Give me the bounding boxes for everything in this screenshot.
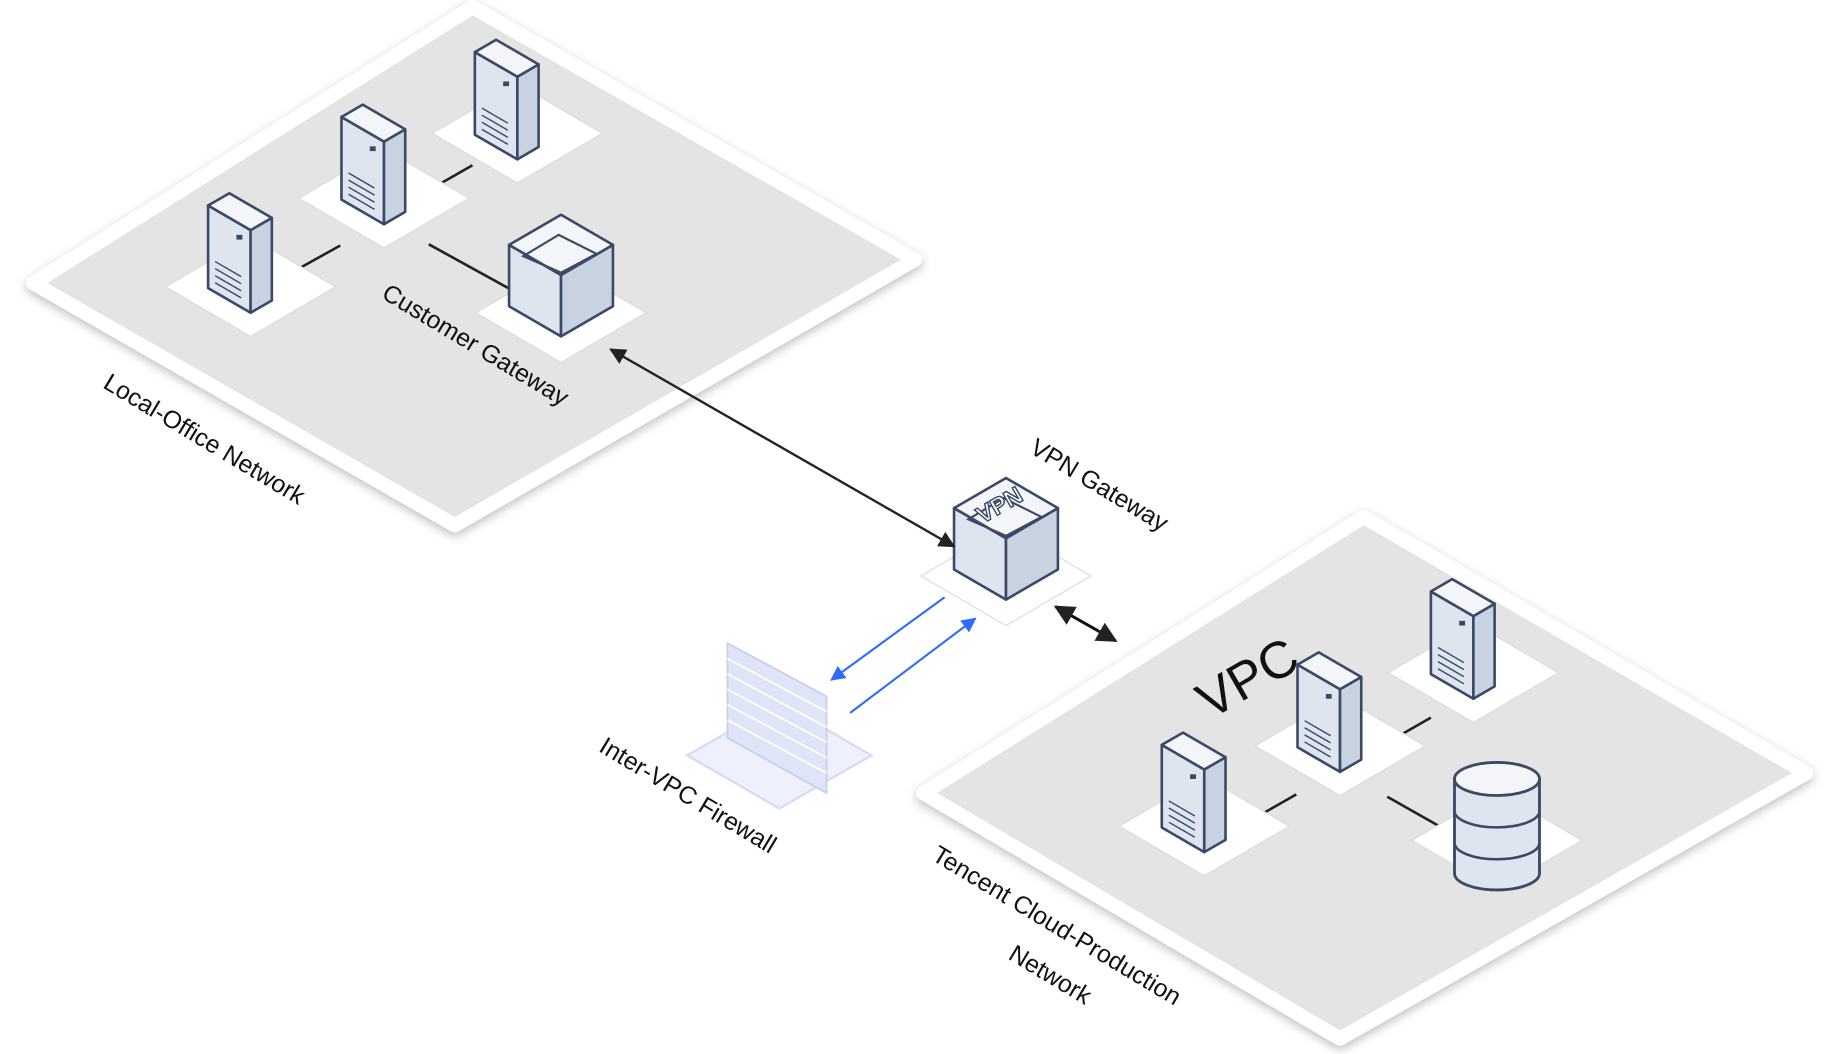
led-icon (503, 81, 510, 87)
side-face (382, 128, 407, 226)
vent-line (1304, 720, 1331, 737)
db-band (1453, 842, 1541, 861)
vent-line (214, 268, 242, 285)
top-face (1160, 731, 1227, 771)
side-face (1202, 755, 1227, 854)
panel-outline (965, 496, 1044, 538)
led-icon (1459, 620, 1466, 626)
firewall-icon (684, 641, 874, 810)
server-local-1 (206, 191, 274, 315)
db-body (1453, 777, 1541, 892)
server-local-2 (340, 103, 407, 226)
link-line (428, 243, 511, 291)
side-face (516, 63, 540, 161)
side-face (249, 216, 274, 315)
brick-line (727, 688, 827, 744)
brick-line (727, 657, 827, 713)
led-icon (369, 146, 376, 152)
from-firewall-arrow (849, 617, 977, 714)
top-face (1429, 577, 1496, 618)
vent-line (214, 275, 242, 292)
link-line (297, 244, 341, 271)
to-firewall-arrow (830, 596, 946, 681)
vent-line (1304, 741, 1331, 758)
top-face (340, 103, 407, 143)
local-office-platform (26, 0, 923, 533)
side-face (1338, 675, 1363, 774)
brick-line (727, 719, 827, 774)
db-top (1453, 761, 1541, 797)
vent-line (1168, 814, 1196, 831)
vent-line (1168, 800, 1196, 817)
server-vpc-2 (1296, 651, 1363, 774)
panel-outline (520, 233, 599, 274)
brick-line (727, 703, 827, 759)
customer-gateway-icon (507, 213, 615, 338)
vent-line (481, 107, 509, 124)
vent-line (1304, 734, 1331, 751)
vent-line (1437, 661, 1465, 678)
server-vpc-1 (1160, 731, 1227, 854)
vent-line (214, 282, 242, 299)
vpn-tunnel-arrow (609, 348, 956, 548)
vent-line (1304, 727, 1331, 744)
brick-line (727, 673, 827, 728)
vent-line (348, 179, 375, 196)
vent-line (1437, 668, 1465, 685)
top-face (1296, 651, 1363, 691)
vent-line (481, 114, 509, 131)
led-icon (1190, 774, 1197, 779)
top-face (206, 191, 274, 232)
server-local-3 (473, 38, 540, 161)
vent-line (348, 186, 375, 203)
vent-line (1168, 821, 1196, 838)
vent-line (348, 193, 375, 210)
top-face (473, 38, 540, 79)
vpn-gateway-icon: VPN (952, 476, 1060, 601)
vent-line (481, 121, 509, 138)
vent-line (348, 172, 375, 189)
vent-line (214, 260, 242, 278)
server-vpc-3 (1429, 577, 1496, 701)
side-face (1472, 602, 1496, 701)
vent-line (481, 128, 509, 146)
vent-line (1168, 807, 1196, 824)
vent-line (1437, 646, 1465, 664)
vent-line (1437, 653, 1465, 671)
led-icon (1325, 694, 1332, 699)
database-icon (1453, 761, 1541, 892)
db-band (1453, 810, 1541, 829)
vpn-vpc-arrow (1053, 605, 1118, 643)
led-icon (236, 234, 243, 240)
